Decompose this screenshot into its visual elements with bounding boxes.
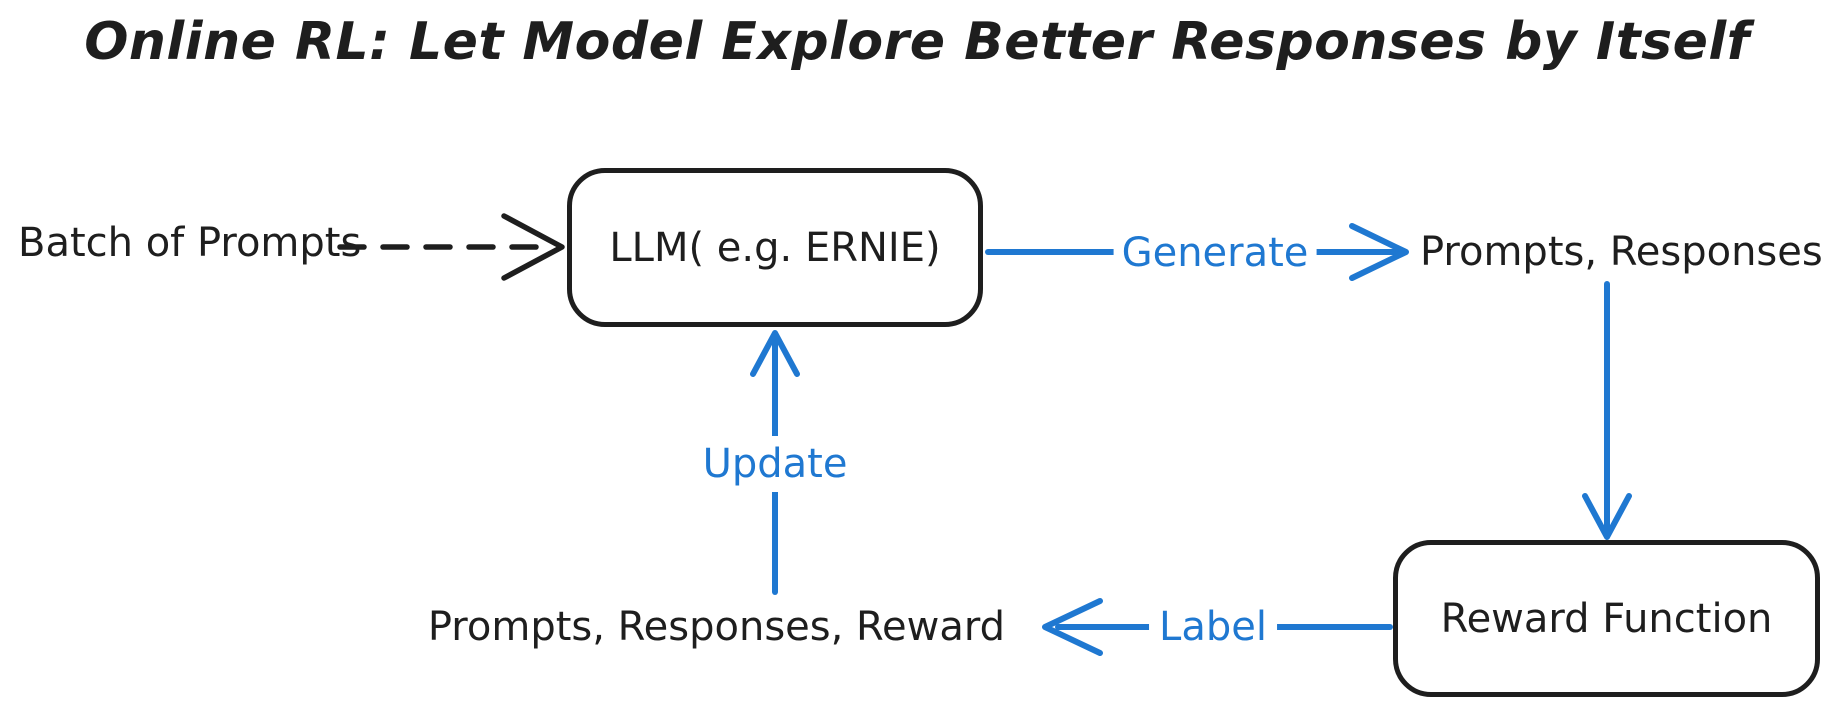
update-arrowhead [750, 330, 800, 377]
llm-node: LLM( e.g. ERNIE) [567, 168, 983, 327]
prompts-responses-label: Prompts, Responses [1420, 229, 1823, 275]
score-arrowhead [1582, 493, 1632, 540]
prompts-responses-reward-label: Prompts, Responses, Reward [427, 604, 1005, 650]
update-edge-label: Update [692, 436, 858, 492]
generate-edge-label: Generate [1113, 231, 1317, 275]
input-arrowhead [501, 213, 565, 281]
label-edge-label: Label [1149, 605, 1277, 649]
label-arrowhead [1042, 598, 1103, 656]
diagram-title: Online RL: Let Model Explore Better Resp… [84, 12, 1750, 72]
llm-node-label: LLM( e.g. ERNIE) [609, 224, 941, 271]
batch-of-prompts-label: Batch of Prompts [18, 220, 362, 266]
reward-function-node: Reward Function [1393, 540, 1820, 697]
generate-arrowhead [1349, 223, 1409, 281]
reward-function-node-label: Reward Function [1440, 595, 1773, 642]
